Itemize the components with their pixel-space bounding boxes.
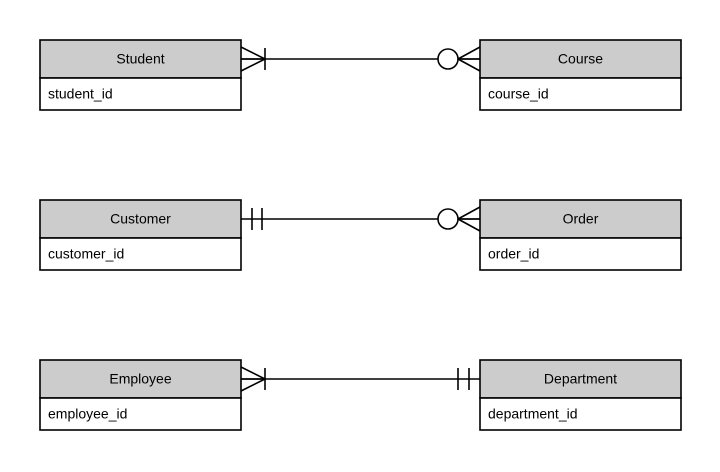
entity-order[interactable]: Order order_id [479, 199, 682, 271]
entity-employee-attribute: employee_id [48, 406, 127, 422]
cardinality-one-or-many-employee [240, 366, 266, 392]
entity-customer-title: Customer [110, 211, 171, 227]
entity-department-title: Department [544, 371, 617, 387]
entity-employee-attr-row [39, 397, 242, 431]
entity-student-attribute: student_id [48, 86, 113, 102]
entity-employee[interactable]: Employee employee_id [39, 359, 242, 431]
entity-order-header [479, 199, 682, 239]
entity-course[interactable]: Course course_id [479, 39, 682, 111]
entity-customer-header [39, 199, 242, 239]
entity-student-title: Student [116, 51, 164, 67]
entity-student[interactable]: Student student_id [39, 39, 242, 111]
entity-department[interactable]: Department department_id [479, 359, 682, 431]
entity-course-title: Course [558, 51, 603, 67]
entity-customer[interactable]: Customer customer_id [39, 199, 242, 271]
entity-employee-title: Employee [109, 371, 171, 387]
cardinality-one-and-only-one-customer [251, 208, 263, 230]
entity-department-attribute: department_id [488, 406, 578, 422]
cardinality-zero-or-many-course [437, 46, 481, 72]
cardinality-one-or-many-student [240, 46, 266, 72]
entity-course-attribute: course_id [488, 86, 549, 102]
entity-customer-attr-row [39, 237, 242, 271]
entity-course-header [479, 39, 682, 79]
entity-order-attribute: order_id [488, 246, 539, 262]
cardinality-one-and-only-one-department [457, 368, 470, 390]
cardinality-zero-or-many-order [437, 206, 481, 232]
entity-customer-attribute: customer_id [48, 246, 124, 262]
entity-order-title: Order [563, 211, 599, 227]
entity-student-header [39, 39, 242, 79]
relationship-employee-department: Employee employee_id Department departme… [39, 359, 682, 431]
relationship-customer-order: Customer customer_id Order order_id [39, 199, 682, 271]
entity-department-header [479, 359, 682, 399]
entity-course-attr-row [479, 77, 682, 111]
entity-department-attr-row [479, 397, 682, 431]
entity-employee-header [39, 359, 242, 399]
entity-order-attr-row [479, 237, 682, 271]
relationship-student-course: Student student_id Course course_id [39, 39, 682, 111]
entity-student-attr-row [39, 77, 242, 111]
